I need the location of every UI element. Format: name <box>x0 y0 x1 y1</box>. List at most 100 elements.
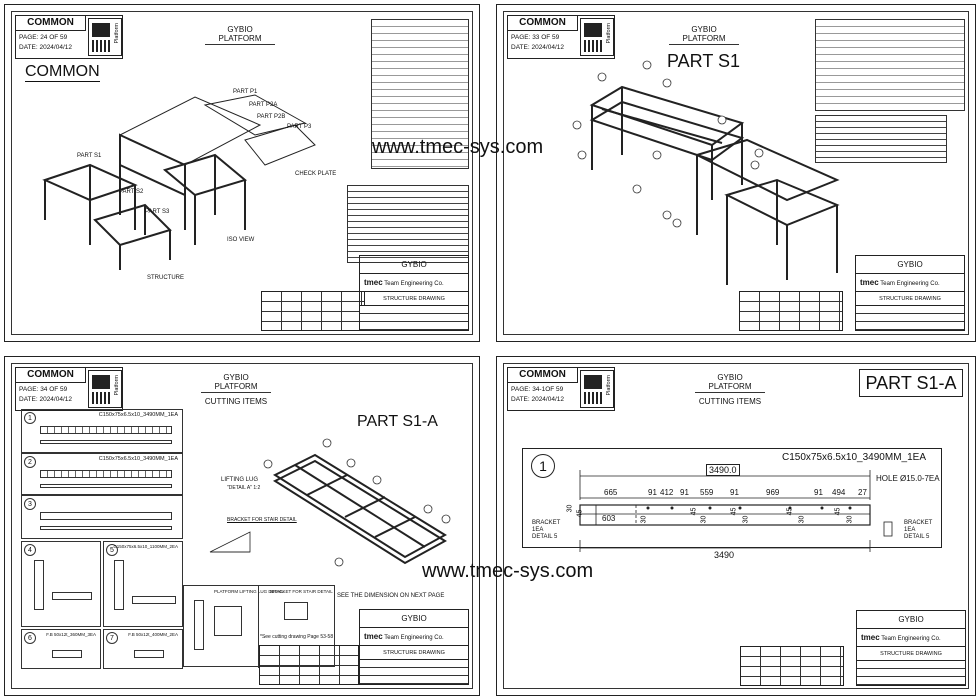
section-subtitle: CUTTING ITEMS <box>698 397 762 406</box>
section-name: PLATFORM <box>695 382 765 393</box>
left-dim-30: 30 <box>566 504 574 513</box>
client-name: GYBIO <box>360 610 468 628</box>
material-table <box>347 185 469 263</box>
header-title: COMMON <box>16 368 86 383</box>
section-name: PLATFORM <box>201 382 271 393</box>
cutting-item-4: 4 <box>21 541 101 627</box>
platform-logo: Platform <box>88 18 122 56</box>
watermark-bottom: www.tmec-sys.com <box>422 560 594 582</box>
project-title: GYBIO PLATFORM <box>669 25 739 45</box>
bom-table <box>815 19 965 111</box>
see-next-page-note: SEE THE DIMENSION ON NEXT PAGE <box>337 593 445 599</box>
seg-dim-7: 969 <box>766 488 780 497</box>
material-table <box>815 115 947 163</box>
sheet-header: COMMON PAGE: 34 OF 59 DATE: 2024/04/12 P… <box>15 367 123 411</box>
sheet-header: COMMON PAGE: 24 OF 59 DATE: 2024/04/12 P… <box>15 15 123 59</box>
revision-grid <box>261 291 365 331</box>
total-dimension: 3490.0 <box>706 464 740 476</box>
lifting-detail-note: "DETAIL A" 1:2 <box>227 485 261 491</box>
project-name: GYBIO <box>691 25 717 34</box>
platform-logo: Platform <box>88 370 122 408</box>
detail-item-number: 1 <box>531 454 555 478</box>
platform-lug-label: PLATFORM LIFTING LUG DETAIL <box>214 589 284 594</box>
iso-structure-drawing <box>42 94 316 270</box>
project-name: GYBIO <box>227 25 253 34</box>
seg-dim-10: 27 <box>858 488 867 497</box>
label-check-plate: CHECK PLATE <box>295 171 337 177</box>
company-logo: tmec Team Engineering Co. <box>360 274 468 292</box>
vert-dim-5: 30 <box>742 515 750 524</box>
sheet-header: COMMON PAGE: 34-1OF 59 DATE: 2024/04/12 … <box>507 367 615 411</box>
date-label: DATE: 2024/04/12 <box>511 396 564 403</box>
label-iso-view: ISO VIEW <box>227 237 255 243</box>
drawing-sheet-4: COMMON PAGE: 34-1OF 59 DATE: 2024/04/12 … <box>496 356 976 696</box>
drawing-sheet-3: COMMON PAGE: 34 OF 59 DATE: 2024/04/12 P… <box>4 356 480 696</box>
label-part-p1: PART P1 <box>233 89 258 95</box>
drawing-type: STRUCTURE DRAWING <box>360 646 468 660</box>
project-name: GYBIO <box>223 373 249 382</box>
left-dim-45: 45 <box>576 509 584 518</box>
seg-dim-2: 91 <box>648 488 657 497</box>
header-title: COMMON <box>16 16 86 31</box>
company-logo: tmec Team Engineering Co. <box>857 629 965 647</box>
sheet-title: PART S1-A <box>865 373 957 393</box>
page-number: PAGE: 24 OF 59 <box>19 34 68 41</box>
see-cutting-note: *See cutting drawing Page 53-58 <box>260 634 334 640</box>
sheet-border <box>503 11 969 335</box>
seg-dim-5: 559 <box>700 488 714 497</box>
section-name: PLATFORM <box>205 34 275 45</box>
cutting-item-3: 3 <box>21 495 183 539</box>
detail-caption: C150x75x6.5x10_3490MM_1EA <box>782 452 926 463</box>
drawing-type: STRUCTURE DRAWING <box>857 647 965 661</box>
date-label: DATE: 2024/04/12 <box>19 396 72 403</box>
revision-grid <box>259 645 359 685</box>
seg-dim-8: 91 <box>814 488 823 497</box>
bracket-box-label: BRACKET FOR STAIR DETAIL <box>270 589 333 594</box>
header-title: COMMON <box>508 16 578 31</box>
label-part-p3: PART P3 <box>287 124 312 130</box>
project-title: GYBIO PLATFORM <box>205 25 275 45</box>
page-number: PAGE: 34-1OF 59 <box>511 386 564 393</box>
project-title: GYBIO PLATFORM CUTTING ITEMS <box>201 373 271 406</box>
bottom-dimension: 3490 <box>714 550 735 560</box>
sheet-border <box>11 363 473 689</box>
vert-dim-1: 30 <box>640 515 648 524</box>
label-part-p2a: PART P2A <box>249 102 278 108</box>
vert-dim-4: 45 <box>730 507 738 516</box>
section-subtitle: CUTTING ITEMS <box>204 397 268 406</box>
label-part-s2: PART S2 <box>119 189 144 195</box>
client-name: GYBIO <box>857 611 965 629</box>
hole-note: HOLE Ø15.0-7EA <box>876 474 940 483</box>
vert-dim-3: 30 <box>700 515 708 524</box>
company-logo: tmec Team Engineering Co. <box>856 274 964 292</box>
label-part-p2b: PART P2B <box>257 114 286 120</box>
vert-dim-6: 45 <box>786 507 794 516</box>
drawing-type: STRUCTURE DRAWING <box>360 292 468 306</box>
offset-dim: 603 <box>602 514 616 523</box>
seg-dim-3: 412 <box>660 488 674 497</box>
seg-dim-9: 494 <box>832 488 846 497</box>
vert-dim-9: 30 <box>846 515 854 524</box>
date-label: DATE: 2024/04/12 <box>19 44 72 51</box>
title-block: GYBIO tmec Team Engineering Co. STRUCTUR… <box>855 255 965 331</box>
section-name: PLATFORM <box>669 34 739 45</box>
page-number: PAGE: 34 OF 59 <box>19 386 68 393</box>
vert-dim-8: 45 <box>834 507 842 516</box>
platform-logo: Platform <box>580 18 614 56</box>
title-block-4: GYBIO tmec Team Engineering Co. STRUCTUR… <box>856 610 966 686</box>
vert-dim-2: 45 <box>690 507 698 516</box>
cutting-detail-frame <box>522 448 942 548</box>
watermark-top: www.tmec-sys.com <box>372 136 544 158</box>
sheet-title: COMMON <box>25 63 100 82</box>
page-number: PAGE: 33 OF 59 <box>511 34 560 41</box>
label-part-s1: PART S1 <box>77 153 102 159</box>
title-block: GYBIO tmec Team Engineering Co. STRUCTUR… <box>359 609 469 685</box>
sheet-border <box>503 363 969 689</box>
